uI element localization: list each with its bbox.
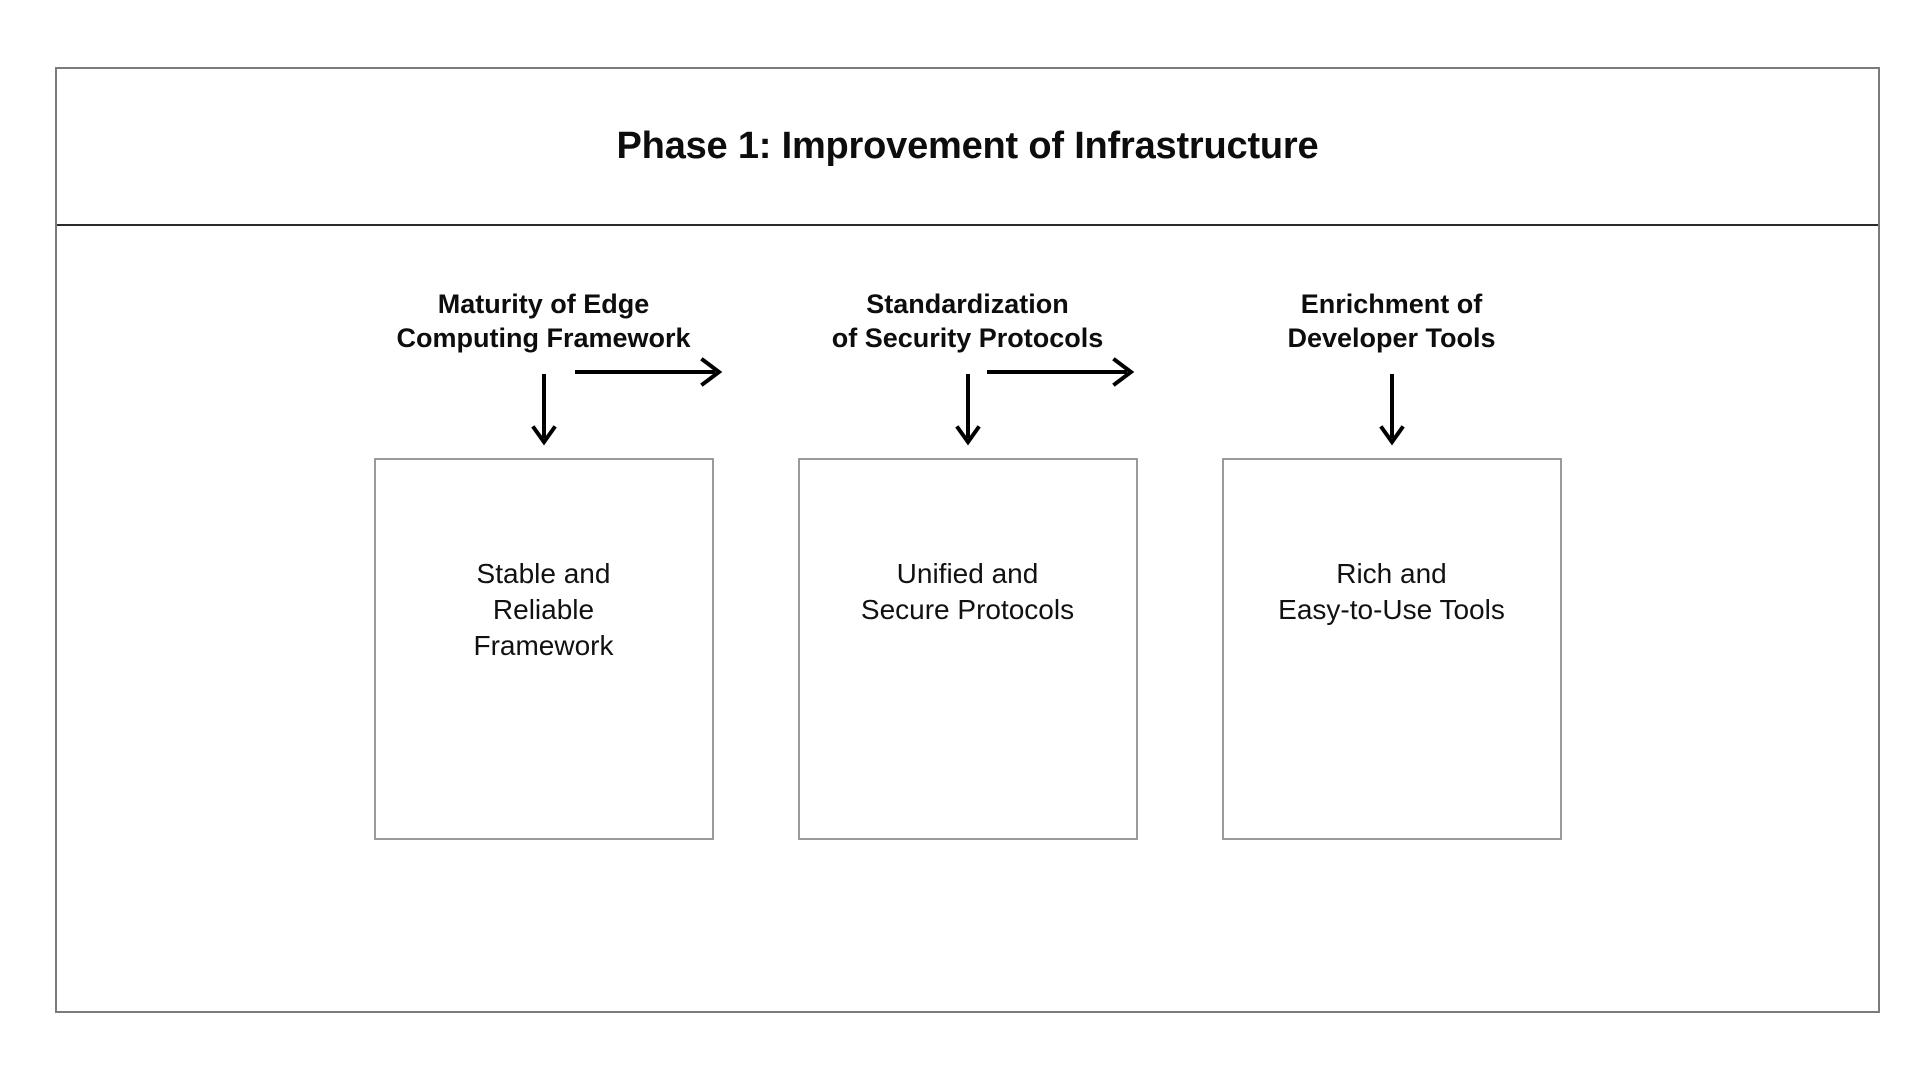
column-header-2: Standardization of Security Protocols	[831, 289, 1104, 354]
column-enrichment-of-developer-tools[interactable]: Enrichment of Developer Tools Rich and E…	[1180, 226, 1604, 840]
diagram-body: Maturity of Edge Computing Framework Sta…	[57, 226, 1878, 1013]
diagram-frame: Phase 1: Improvement of Infrastructure M…	[55, 67, 1880, 1013]
arrow-down-icon	[1378, 373, 1405, 446]
title-band: Phase 1: Improvement of Infrastructure	[57, 69, 1878, 226]
column-group: Maturity of Edge Computing Framework Sta…	[57, 226, 1878, 1013]
outcome-text-3: Rich and Easy-to-Use Tools	[1278, 557, 1505, 625]
outcome-box-2[interactable]: Unified and Secure Protocols	[797, 457, 1138, 840]
column-header-3: Enrichment of Developer Tools	[1287, 289, 1496, 354]
outcome-box-3[interactable]: Rich and Easy-to-Use Tools	[1221, 457, 1562, 840]
column-maturity-of-edge-computing-framework[interactable]: Maturity of Edge Computing Framework Sta…	[332, 226, 756, 840]
column-standardization-of-security-protocols[interactable]: Standardization of Security Protocols Un…	[756, 226, 1180, 840]
page-title: Phase 1: Improvement of Infrastructure	[616, 125, 1319, 167]
arrow-down-icon	[954, 373, 981, 446]
arrow-down-icon	[530, 373, 557, 446]
arrow-right-icon	[987, 357, 1135, 387]
arrow-right-icon	[575, 357, 723, 387]
outcome-text-1: Stable and Reliable Framework	[473, 557, 614, 662]
column-header-1: Maturity of Edge Computing Framework	[396, 289, 691, 354]
outcome-text-2: Unified and Secure Protocols	[860, 557, 1075, 625]
outcome-box-1[interactable]: Stable and Reliable Framework	[373, 457, 714, 840]
